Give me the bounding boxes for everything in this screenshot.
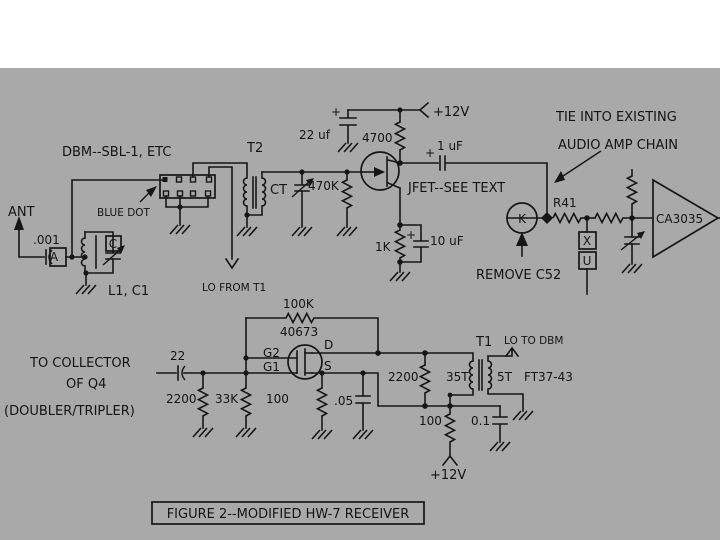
drive-line1-label: TO COLLECTOR xyxy=(29,356,131,371)
c22uf-label: 22 uf xyxy=(299,128,331,142)
dbm-box xyxy=(159,174,216,199)
sec-turns-label: 5T xyxy=(497,370,513,384)
pri-turns-label: 35T xyxy=(446,370,469,384)
ct-trimmer-arrow xyxy=(306,178,314,186)
dbm-label: DBM--SBL-1, ETC xyxy=(62,145,171,160)
point-a-label: A xyxy=(50,250,59,264)
r100k-label: 100K xyxy=(283,297,315,311)
v12-top-label: +12V xyxy=(433,105,469,120)
detector-stage xyxy=(261,101,548,282)
t2-transformer xyxy=(236,171,267,237)
l1-c1-tank xyxy=(75,231,125,295)
jfet-note-label: JFET--SEE TEXT xyxy=(407,181,505,196)
c05-label: .05 xyxy=(334,394,353,408)
tank-label: L1, C1 xyxy=(108,284,149,299)
blue-dot-arrow xyxy=(146,186,157,197)
u-box-label: U xyxy=(583,254,592,268)
antenna-arrow xyxy=(14,216,24,230)
r41-label: R41 xyxy=(553,196,577,210)
c22-label: 22 xyxy=(170,349,185,363)
s-label: S xyxy=(324,359,332,373)
x-box-label: X xyxy=(583,234,591,248)
c1uf-plus: + xyxy=(425,146,435,160)
d-label: D xyxy=(324,338,333,352)
c10uf-label: 10 uF xyxy=(430,234,464,248)
lo-from-label: LO FROM T1 xyxy=(202,282,266,294)
r33k-label: 33K xyxy=(215,392,239,406)
page-margin xyxy=(0,0,720,68)
drive-line3-label: (DOUBLER/TRIPLER) xyxy=(4,404,135,419)
c01-label: 0.1 xyxy=(471,414,490,428)
tie-line2-label: AUDIO AMP CHAIN xyxy=(558,138,678,153)
jfet-transistor xyxy=(360,151,400,191)
r1k-label: 1K xyxy=(375,240,392,254)
core-label: FT37-43 xyxy=(524,370,573,384)
c-trimmer-label: C xyxy=(109,237,117,251)
k-jack-label: K xyxy=(518,212,527,226)
c10uf-plus: + xyxy=(406,228,416,242)
remove-c52-label: REMOVE C52 xyxy=(476,268,561,283)
ca3035-label: CA3035 xyxy=(656,212,703,226)
ca3035-amp-triangle xyxy=(652,178,720,259)
t1-transformer xyxy=(441,346,534,467)
blue-dot-label: BLUE DOT xyxy=(97,207,151,219)
r2200-in-label: 2200 xyxy=(166,392,197,406)
audio-takeoff xyxy=(506,150,720,295)
g2-label: G2 xyxy=(263,346,280,360)
r100-supply-label: 100 xyxy=(419,414,442,428)
lo-to-dbm-arrow xyxy=(504,346,520,358)
c22uf-plus: + xyxy=(331,105,341,119)
lo-to-label: LO TO DBM xyxy=(504,335,563,347)
c-trimmer-box xyxy=(105,235,122,252)
oscillator-stage xyxy=(156,312,501,440)
r100-source-label: 100 xyxy=(266,392,289,406)
tie-in-arrow xyxy=(554,171,565,183)
figure-caption-box xyxy=(151,501,425,525)
tie-line1-label: TIE INTO EXISTING xyxy=(555,110,677,125)
v12-bottom-arrow xyxy=(441,454,459,467)
mosfet-label: 40673 xyxy=(280,325,318,339)
drive-line2-label: OF Q4 xyxy=(66,377,106,392)
scanned-paper xyxy=(0,68,720,540)
dbm-mixer xyxy=(139,162,248,270)
r4700-label: 4700 xyxy=(362,131,393,145)
g1-label: G1 xyxy=(263,360,280,374)
x-box xyxy=(578,231,597,250)
remove-c52-arrow xyxy=(516,232,528,246)
cap-001-label: .001 xyxy=(33,233,60,247)
jfet-arrow xyxy=(374,167,385,177)
trimmer-arrow xyxy=(637,231,645,239)
mosfet-40673 xyxy=(287,344,323,380)
r470k-label: 470K xyxy=(308,179,340,193)
ct-label: CT xyxy=(270,183,287,198)
antenna-input xyxy=(14,179,163,267)
v12-bottom-label: +12V xyxy=(430,468,466,483)
figure-caption: FIGURE 2--MODIFIED HW-7 RECEIVER xyxy=(167,507,410,522)
blue-dot-pin xyxy=(162,177,168,182)
c1uf-label: 1 uF xyxy=(437,139,463,153)
v12-connector xyxy=(418,101,430,119)
t1-label: T1 xyxy=(475,335,492,350)
trimmer-arrow xyxy=(117,245,125,254)
t2-label: T2 xyxy=(246,141,263,156)
junction-diamond xyxy=(541,212,553,224)
antenna-label: ANT xyxy=(8,205,35,220)
r2200-drain-label: 2200 xyxy=(388,370,419,384)
lo-from-arrow xyxy=(224,257,240,270)
